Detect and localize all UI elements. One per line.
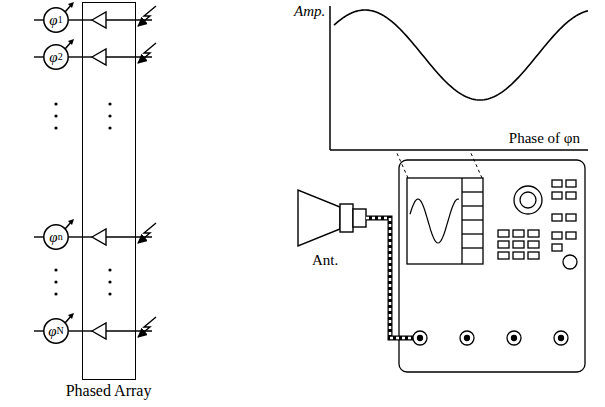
screen-trace [410, 199, 459, 243]
phased-array-box: Phased Array [82, 2, 136, 380]
zoom-lines [396, 151, 482, 178]
phase-label: φ2 [43, 44, 69, 70]
horn-antenna [298, 190, 366, 246]
signal-wire [68, 236, 82, 237]
axis-label: Amp. [294, 3, 325, 20]
signal-analyzer [399, 160, 585, 372]
amplitude-curve [334, 10, 588, 100]
array-title: Phased Array [66, 382, 152, 400]
antenna-label: Ant. [312, 252, 338, 269]
phase-shifter: φn [43, 224, 69, 250]
signal-wire [68, 330, 82, 331]
amplifier-antenna-rows [82, 6, 156, 339]
signal-wire [68, 56, 82, 57]
phase-label: φ1 [43, 7, 69, 33]
phase-shifter: φ2 [43, 44, 69, 70]
phase-shifter: φN [43, 318, 69, 344]
coax-cable [366, 218, 413, 338]
phase-shifter: φ1 [43, 7, 69, 33]
ellipsis-dots [54, 102, 111, 295]
phase-label: φN [43, 318, 69, 344]
signal-wire [68, 19, 82, 20]
phase-label: φn [43, 224, 69, 250]
axis-label: Phase of φn [509, 130, 580, 147]
plot-axes [330, 6, 588, 150]
